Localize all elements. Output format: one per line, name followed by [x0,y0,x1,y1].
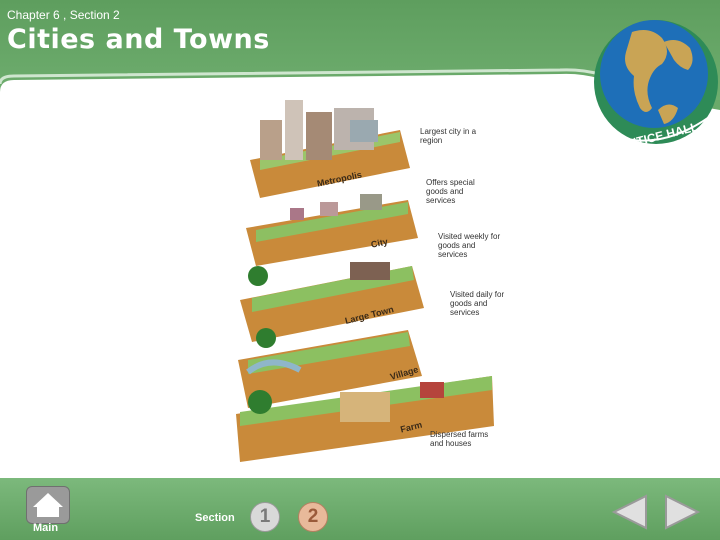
layer-metropolis: Metropolis [250,100,410,198]
triangle-right-icon[interactable] [662,492,702,532]
home-icon [33,493,63,517]
layer-village: Village [238,328,422,408]
chapter-section: Chapter 6 , Section 2 [7,8,120,22]
section-1-button[interactable]: 1 [250,502,280,532]
layer-city: City [246,194,418,266]
section-label: Section [195,512,235,524]
metropolis-label: Largest city in a region [420,127,477,145]
large-town-label: Visited weekly for goods and services [438,232,501,259]
footer-bar [0,478,720,540]
triangle-left-icon[interactable] [610,492,650,532]
city-label: Offers special goods and services [426,178,475,205]
layer-farm: Farm [236,376,494,462]
section-2-button[interactable]: 2 [298,502,328,532]
farm-label: Dispersed farms and houses [430,430,489,448]
page-title: Cities and Towns [7,24,270,55]
village-label: Visited daily for goods and services [450,290,505,317]
layer-large-town: Large Town [240,262,424,342]
main-button[interactable] [26,486,70,524]
settlement-hierarchy-illustration: Metropolis City Large Town Village Farm [236,100,494,462]
globe-icon: PRENTICE HALL [594,20,718,157]
main-label: Main [33,522,59,534]
svg-text:City: City [370,236,389,249]
